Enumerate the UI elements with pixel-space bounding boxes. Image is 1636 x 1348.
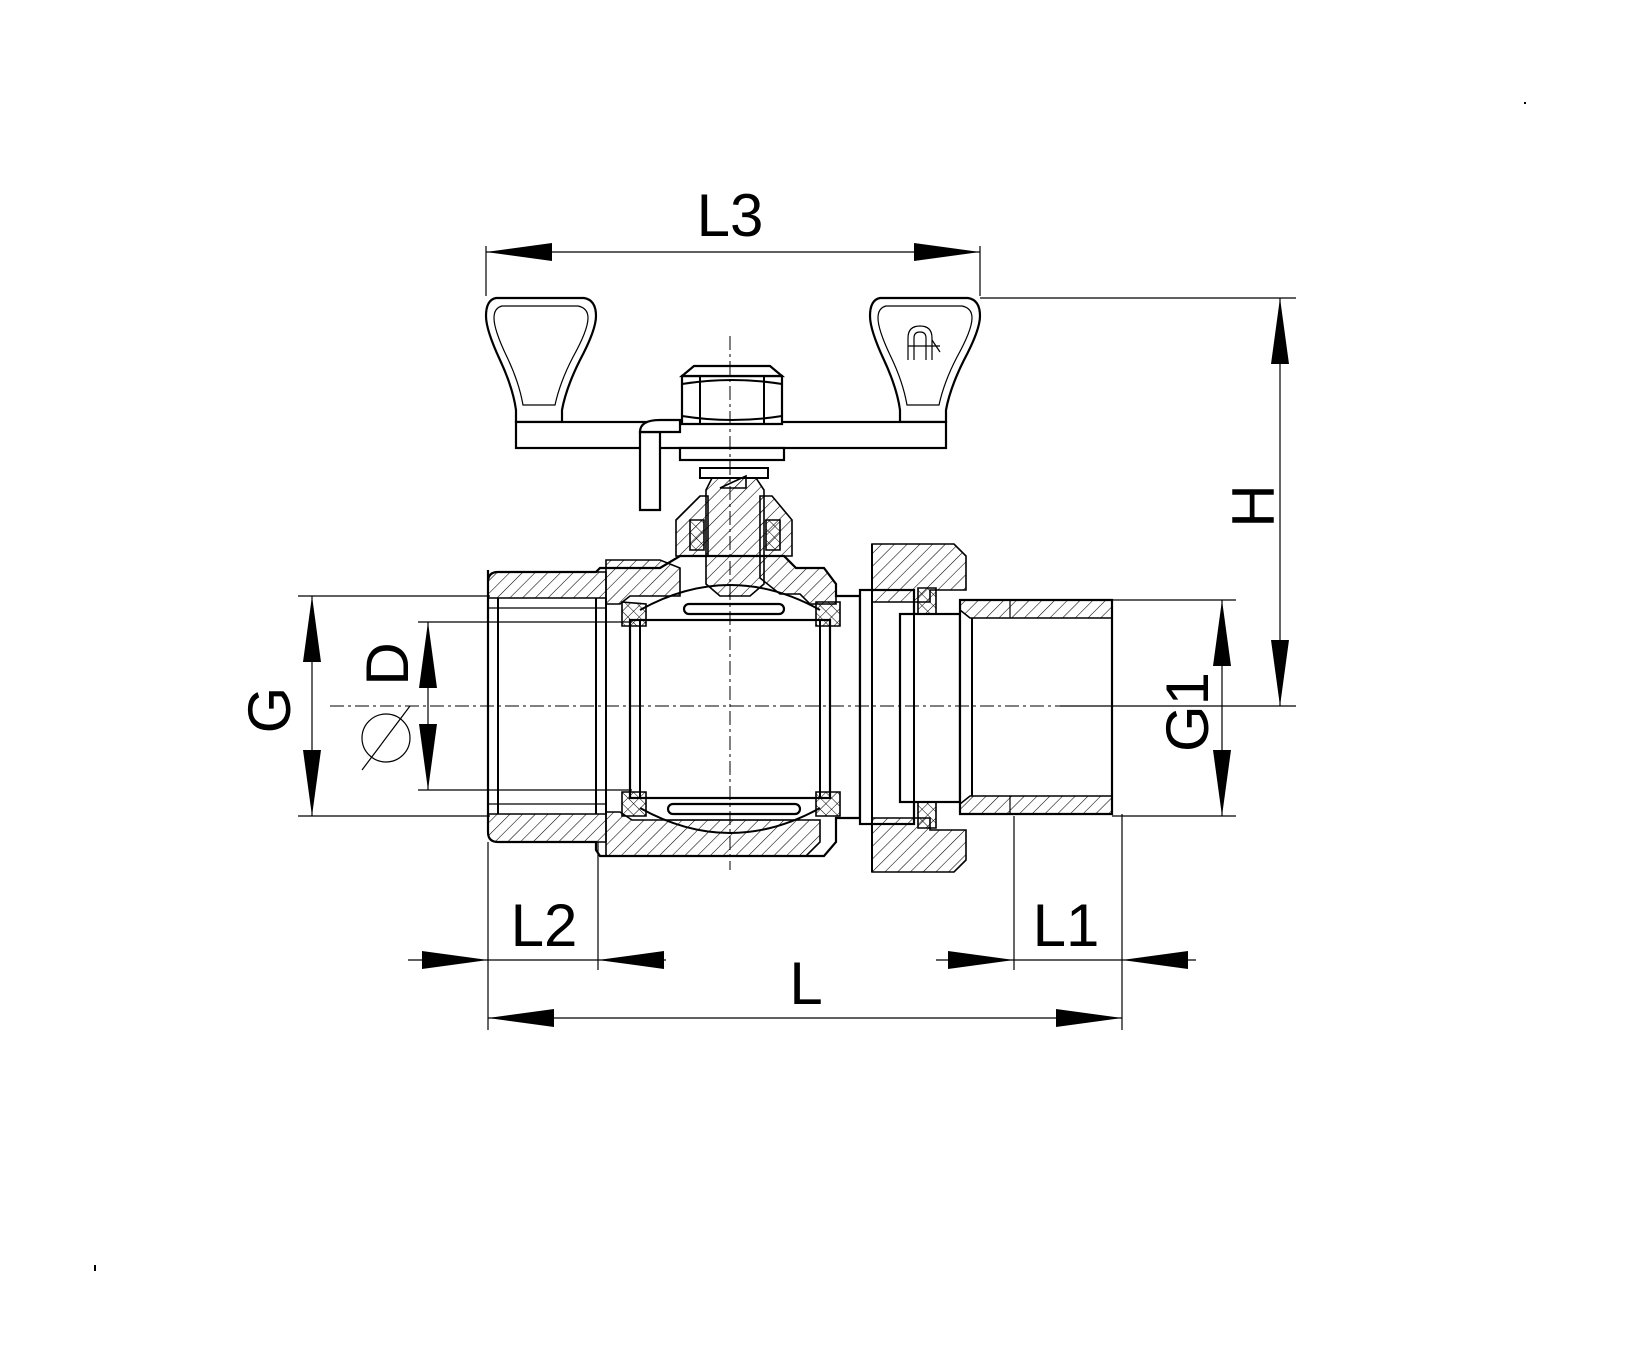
valve-body <box>486 467 1114 873</box>
dim-label-g1: G1 <box>1154 672 1221 752</box>
dim-label-l: L <box>789 950 822 1017</box>
dimension-lines <box>298 243 1296 1030</box>
butterfly-handle <box>484 296 982 512</box>
dim-label-h: H <box>1220 484 1287 527</box>
dim-label-l2: L2 <box>511 892 578 959</box>
brand-logo-icon <box>907 325 941 360</box>
dim-label-g: G <box>236 687 303 734</box>
diameter-icon <box>361 705 411 771</box>
dim-label-l1: L1 <box>1033 892 1100 959</box>
dim-label-l3: L3 <box>697 182 764 249</box>
speck-marks <box>94 102 1526 1271</box>
dim-label-d: D <box>354 642 421 685</box>
